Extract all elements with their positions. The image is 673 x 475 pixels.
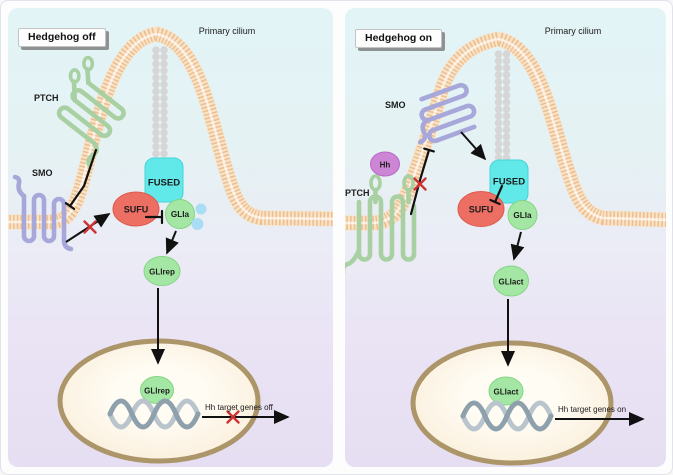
blocked-x-icon-genes [226, 410, 240, 424]
fused-label: FUSED [493, 177, 525, 188]
gliact-label: GLIact [499, 278, 524, 287]
inhibition-line-sufu-glia [144, 209, 164, 225]
smo-label: SMO [385, 100, 406, 110]
glia-label: GLIa [171, 210, 190, 219]
axoneme [152, 46, 168, 162]
primary-cilium-label: Primary cilium [545, 26, 602, 36]
arrow-glia-to-gliact [510, 231, 525, 261]
panel-hedgehog-off: FUSED SUFU GLIa GLIrep GLIrep [8, 8, 333, 467]
hedgehog-on-diagram: Hh FUSED SUFU [345, 26, 666, 466]
ptch-protein [345, 174, 417, 275]
fused-protein [144, 157, 184, 203]
hh-label: Hh [380, 161, 391, 170]
ptch-label: PTCH [345, 188, 370, 198]
glirep-label: GLIrep [149, 268, 175, 277]
hedgehog-off-badge: Hedgehog off [18, 28, 106, 47]
inhibition-line-ptch-smo [409, 147, 435, 216]
sufu-label: SUFU [124, 205, 149, 215]
primary-cilium-label: Primary cilium [199, 26, 256, 36]
glia-protein [507, 200, 538, 230]
ptch-label: PTCH [34, 93, 59, 103]
activation-arrow-smo-fused [460, 131, 487, 161]
sufu-label: SUFU [469, 205, 494, 215]
small-molecule-dots [191, 203, 207, 230]
gene-status-label: Hh target genes on [558, 405, 626, 414]
gene-status-label: Hh target genes off [205, 403, 274, 412]
nuclear-gliact [488, 376, 524, 406]
inhibition-line-fused-sufu [489, 184, 504, 206]
fused-label: FUSED [148, 178, 180, 189]
hedgehog-off-diagram: FUSED SUFU GLIa GLIrep GLIrep [8, 26, 333, 464]
axoneme [494, 50, 511, 162]
smo-label: SMO [32, 168, 53, 178]
glia-label: GLIa [513, 211, 532, 220]
arrow-glia-to-glirep [165, 230, 179, 255]
dna-helix [460, 400, 554, 432]
blocked-x-icon [83, 220, 97, 234]
glirep-protein [143, 256, 181, 286]
inhibition-line-ptch-smo [64, 148, 98, 210]
hedgehog-on-badge: Hedgehog on [355, 29, 443, 48]
smo-protein [12, 174, 74, 252]
dna-helix [107, 398, 201, 430]
smo-protein [417, 82, 477, 145]
glia-protein [165, 199, 195, 229]
blocked-x-icon [413, 177, 427, 191]
gliact-protein [493, 265, 529, 297]
panel-hedgehog-on: Hh FUSED SUFU [345, 8, 666, 467]
nuclear-glirep-label: GLIrep [144, 387, 170, 396]
nuclear-gliact-label: GLIact [494, 388, 519, 397]
hh-ligand [370, 151, 400, 177]
ptch-protein [56, 55, 126, 167]
